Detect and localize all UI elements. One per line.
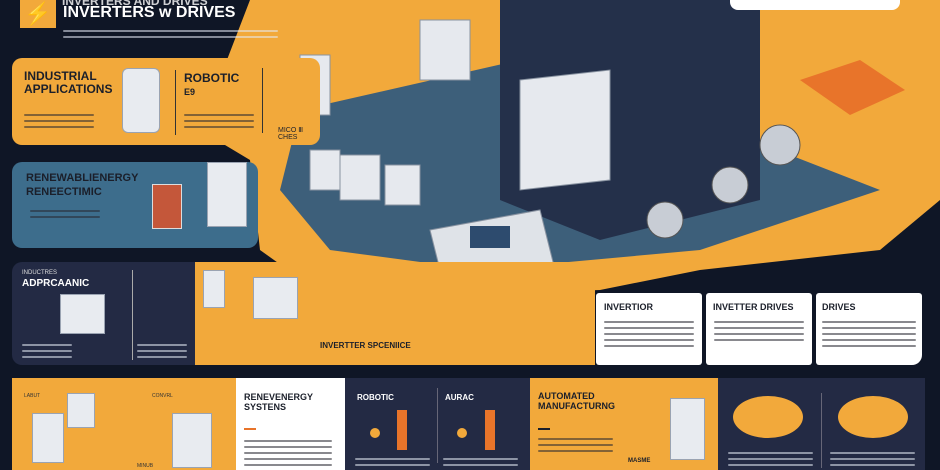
badge-icon (457, 428, 467, 438)
lightning-bolt-icon: ⚡ (20, 0, 56, 28)
advanced-panel: INDUCTRES ADPRCAANIC (12, 262, 197, 365)
cabinet-top (419, 19, 471, 81)
box-image (60, 294, 105, 334)
card-drives: DRIVES (816, 293, 922, 365)
card-inverter-drives: INVETTER DRIVES (706, 293, 812, 365)
drive-module-image (485, 410, 495, 450)
motor (759, 124, 801, 166)
robotic-title: ROBOTIC (184, 71, 240, 85)
motor-image (838, 396, 908, 438)
card-invertior: INVERTIOR (596, 293, 702, 365)
top-pill (730, 0, 900, 10)
inverter-image (203, 270, 225, 308)
bottom-equipment-panel: LABUT CONVRL MINUB (12, 378, 236, 470)
automated-manufacturing-panel: AUTOMATED MANUFACTURNG MASME (530, 378, 718, 470)
robot-image (152, 184, 182, 229)
badge-icon (370, 428, 380, 438)
equipment-image (32, 413, 64, 463)
subtitle (63, 26, 278, 42)
motor (711, 166, 749, 204)
equipment-image (172, 413, 212, 468)
cabinet-image (253, 277, 298, 319)
advanced-title: ADPRCAANIC (22, 278, 90, 289)
robotic-panel: ROBOTIC AURAC (345, 378, 530, 470)
motors-panel (718, 378, 925, 470)
inverter-label: INVERTTER SPCENIICE (320, 341, 411, 350)
renewable-systems-panel: RENEVENERGY SYSTENS (236, 378, 345, 470)
solar-panel (470, 226, 510, 248)
drive-unit (384, 164, 421, 206)
inverter-panel: INVERTTER SPCENIICE (195, 262, 595, 365)
robot-arm-image (122, 68, 160, 133)
industrial-panel: INDUSTRIAL APPLICATIONS ROBOTIC E9 MICO … (12, 58, 320, 145)
renewable-panel: RENEWABLIENERGY RENEECTIMIC (12, 162, 258, 248)
cabinet-image (670, 398, 705, 460)
page-title-top: INVERTERS AND DRIVES (62, 0, 208, 8)
tower-image (207, 162, 247, 227)
page-title: INVERTERS w DRIVES (63, 4, 236, 21)
drive-module-image (397, 410, 407, 450)
drive-unit (339, 154, 381, 201)
roof-unit (800, 60, 905, 115)
motor-image (733, 396, 803, 438)
equipment-image (67, 393, 95, 428)
drive-unit (309, 149, 341, 191)
renewable-title: RENEWABLIENERGY (26, 172, 139, 184)
industrial-title: INDUSTRIAL APPLICATIONS (24, 69, 113, 97)
motor (646, 201, 684, 239)
inverter-cabinet (519, 69, 611, 191)
